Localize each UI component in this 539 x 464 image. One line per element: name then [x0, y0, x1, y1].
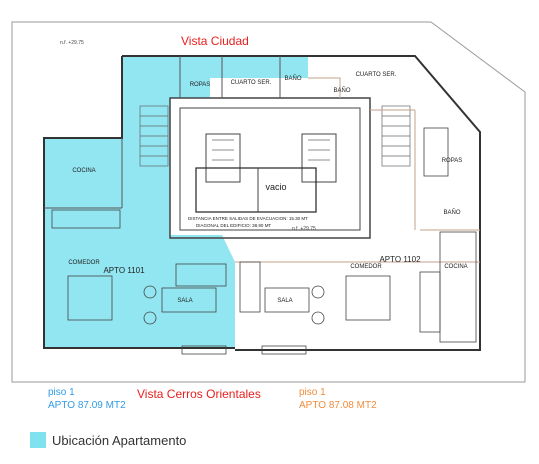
note-evacuation: DISTANCIA ENTRE SALIDAS DE EVACUACION: 1… — [188, 216, 308, 221]
room-bano-top: BAÑO — [284, 75, 301, 82]
room-labels: ROPAS CUARTO SER. BAÑO CUARTO SER. BAÑO … — [68, 72, 467, 304]
apartment-right-floor: piso 1 — [299, 387, 326, 398]
level-top: n.f. +29.75 — [60, 40, 84, 46]
level-mid: n.f. +29.75 — [292, 226, 316, 232]
room-cuarto-ser-right: CUARTO SER. — [356, 72, 397, 78]
apartment-left-floor: piso 1 — [48, 387, 75, 398]
room-bano-far-right: BAÑO — [443, 209, 460, 216]
room-vacio: vacio — [265, 182, 286, 192]
room-ropas-right: ROPAS — [442, 158, 463, 164]
apto-1102-label: APTO 1102 — [379, 255, 421, 264]
apartment-1101-highlight — [44, 56, 308, 348]
furniture-1101 — [51, 209, 227, 355]
furniture-1102 — [239, 127, 477, 355]
legend-label: Ubicación Apartamento — [52, 432, 187, 448]
building-walls — [43, 55, 481, 351]
room-comedor-left: COMEDOR — [68, 260, 100, 266]
apartment-left-label: APTO 87.09 MT2 — [48, 400, 126, 411]
apartment-right-info: piso 1 APTO 87.08 MT2 — [299, 388, 377, 414]
title-vista-cerros: Vista Cerros Orientales — [137, 387, 261, 401]
stairs — [139, 105, 411, 167]
room-sala-left: SALA — [177, 298, 192, 304]
partitions-1101 — [44, 56, 281, 209]
apto-1101-label: APTO 1101 — [103, 266, 145, 275]
room-ropas-top: ROPAS — [190, 82, 211, 88]
legend: Ubicación Apartamento — [30, 432, 186, 448]
site-boundary — [11, 21, 526, 383]
room-comedor-right: COMEDOR — [350, 264, 382, 270]
room-sala-right: SALA — [277, 298, 292, 304]
legend-swatch — [30, 432, 46, 448]
room-cocina-left: COCINA — [72, 168, 95, 174]
apartment-left-info: piso 1 APTO 87.09 MT2 — [48, 388, 126, 414]
room-cuarto-ser-top: CUARTO SER. — [231, 80, 272, 86]
building-core — [169, 97, 371, 239]
title-vista-ciudad: Vista Ciudad — [181, 34, 249, 48]
partitions-1102 — [235, 77, 480, 263]
room-bano-right: BAÑO — [333, 87, 350, 94]
note-diagonal: DIAGONAL DEL EDIFICIO: 38.90 MT — [196, 223, 271, 228]
room-cocina-right: COCINA — [444, 264, 467, 270]
apartment-right-label: APTO 87.08 MT2 — [299, 400, 377, 411]
